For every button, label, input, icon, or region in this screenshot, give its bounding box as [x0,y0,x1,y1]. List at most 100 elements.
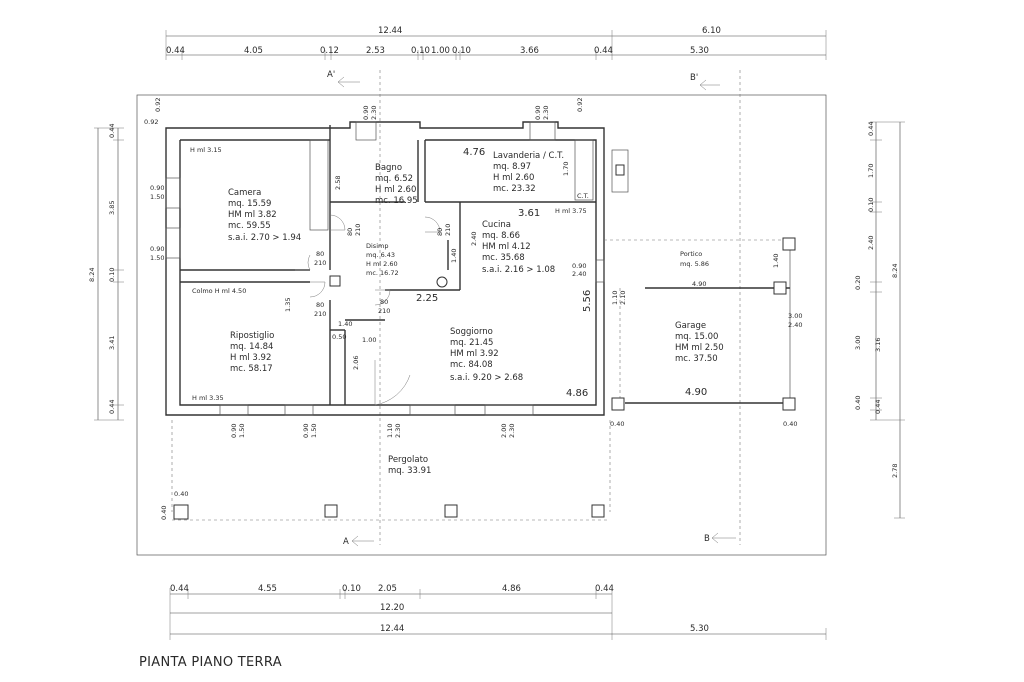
op-o7: 0.90 [572,262,586,270]
lavanderia-name: Lavanderia / C.T. [493,151,564,161]
op-o2: 0.90 [150,245,164,253]
dim-258: 2.58 [334,176,342,190]
dim-556: 5.56 [582,290,593,312]
dim-right-020: 0.20 [854,276,862,290]
room-disimp: Disimp mq. 6.43 H ml 2.60 mc. 16.72 [366,242,399,277]
window-ripo-a [219,404,249,416]
wardrobe [309,139,329,231]
dim-490a: 4.90 [692,280,706,288]
dim-092b: 0.92 [154,98,162,112]
bagno-mc: mc. 16.95 [375,196,418,206]
dim-bot-486: 4.86 [502,584,521,594]
room-pergolato: Pergolato mq. 33.91 [388,455,431,476]
op-o3: 0.90 [230,424,238,438]
lavanderia-ct: C.T. [577,192,589,200]
dim-top-366: 3.66 [520,46,539,56]
disimp-mc: mc. 16.72 [366,269,399,277]
op-o4b: 1.50 [310,424,318,438]
boiler-room [574,139,594,201]
chimney [611,149,629,193]
dim-140b: 1.40 [772,254,780,268]
garage-name: Garage [675,321,706,331]
dim-bot-530: 5.30 [690,624,709,634]
op-o10: 0.90 [534,106,542,120]
ripostiglio-mq: mq. 14.84 [230,342,273,352]
cucina-mc: mc. 35.68 [482,253,525,263]
dim-476: 4.76 [463,147,485,158]
ripostiglio-hb: H ml 3.35 [192,394,224,402]
bagno-h: H ml 2.60 [375,185,416,195]
dim-206: 2.06 [352,356,360,370]
door-swings [295,214,441,406]
dim-040c: 0.40 [174,490,188,498]
bagno-name: Bagno [375,163,402,173]
camera-mc: mc. 59.55 [228,221,271,231]
op-d80e: 80 [380,298,388,306]
window-ripo-b [284,404,314,416]
dim-bot-044a: 0.44 [170,584,189,594]
ripostiglio-h: H ml 3.92 [230,353,271,363]
bottom-dimensions: 0.44 4.55 0.10 2.05 4.86 0.44 12.20 12.4… [169,584,827,640]
op-o1b: 1.50 [150,193,164,201]
room-portico: Portico mq. 5.86 4.90 [680,250,709,288]
op-o4: 0.90 [302,424,310,438]
op-o2b: 1.50 [150,254,164,262]
dim-240: 2.40 [470,232,478,246]
dim-225: 2.25 [416,293,438,304]
dim-092c: 0.92 [576,98,584,112]
room-lavanderia: 4.76 Lavanderia / C.T. mq. 8.97 H ml 2.6… [463,147,589,200]
op-o9: 0.90 [362,106,370,120]
dim-bot-010: 0.10 [342,584,361,594]
right-dimensions: 0.44 1.70 0.10 2.40 0.20 3.00 0.40 0.44 … [854,122,905,519]
dim-right-316: 3.16 [874,338,882,352]
dim-top-044b: 0.44 [594,46,613,56]
ripostiglio-mc: mc. 58.17 [230,364,273,374]
dim-left-044b: 0.44 [108,400,116,414]
dim-top-010b: 0.10 [452,46,471,56]
dim-486-inner: 4.86 [566,388,588,399]
top-dimensions: 12.44 6.10 0.44 4.05 0.12 2.53 0.10 1.00… [165,26,827,60]
room-camera: H ml 3.15 Camera mq. 15.59 HM ml 3.82 mc… [190,146,301,243]
drawing-title: PIANTA PIANO TERRA [139,655,282,670]
op-o9b: 2.30 [370,106,378,120]
op-o5b: 2.30 [394,424,402,438]
dim-top-012: 0.12 [320,46,339,56]
pergolato [171,420,611,521]
window-lavanderia [529,121,556,141]
room-ripostiglio: Colmo H ml 4.50 Ripostiglio mq. 14.84 H … [192,287,274,402]
disimp-h: H ml 2.60 [366,260,398,268]
dim-361: 3.61 [518,208,540,219]
dim-bot-205: 2.05 [378,584,397,594]
dim-top-total: 12.44 [378,26,402,36]
op-d210a: 210 [354,224,362,236]
dim-bot-1220: 12.20 [380,603,404,613]
dim-490b: 4.90 [685,387,707,398]
dim-100: 1.00 [362,336,376,344]
camera-sai: s.a.i. 2.70 > 1.94 [228,233,301,243]
room-soggiorno: 2.25 Soggiorno mq. 21.45 HM ml 3.92 mc. … [416,290,593,399]
dim-right-170: 1.70 [867,164,875,178]
op-d80d: 80 [316,301,324,309]
garage-mq: mq. 15.00 [675,332,718,342]
section-a-bottom: A [343,537,349,547]
op-o10b: 2.30 [542,106,550,120]
room-garage: Garage mq. 15.00 HM ml 2.50 mc. 37.50 4.… [675,312,802,398]
op-d210e: 210 [378,307,390,315]
dim-170: 1.70 [562,162,570,176]
op-d80a: 80 [346,228,354,236]
room-cucina: 3.61 H ml 3.75 Cucina mq. 8.66 HM ml 4.1… [482,207,587,275]
pergolato-name: Pergolato [388,455,428,465]
op-d80c: 80 [316,250,324,258]
dim-bot-044b: 0.44 [595,584,614,594]
dim-050: 0.50 [332,333,346,341]
pergolato-mq: mq. 33.91 [388,466,431,476]
op-o5: 1.10 [386,424,394,438]
bagno-mq: mq. 6.52 [375,174,413,184]
dim-left-010: 0.10 [108,268,116,282]
dim-left-341: 3.41 [108,336,116,350]
dim-040b: 0.40 [783,420,797,428]
camera-mq: mq. 15.59 [228,199,271,209]
window-bagno [355,121,377,141]
garage-mc: mc. 37.50 [675,354,718,364]
window-camera-a [165,177,181,209]
